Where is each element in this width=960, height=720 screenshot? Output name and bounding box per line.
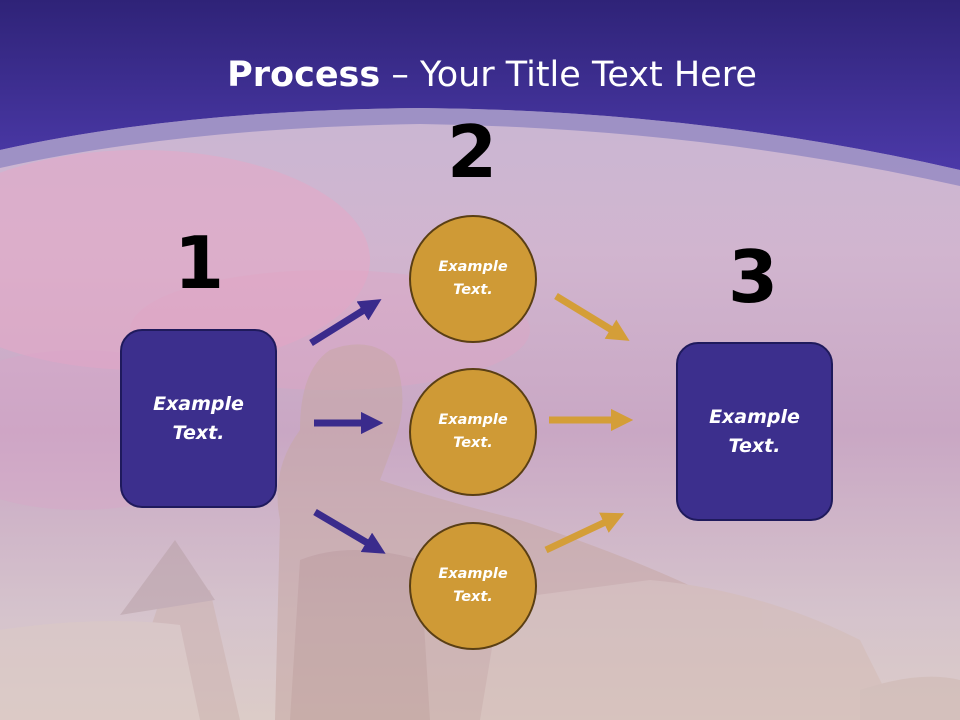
end-box: Example Text. — [676, 342, 833, 521]
circle-top: Example Text. — [409, 215, 537, 343]
step-number-2: 2 — [446, 110, 498, 194]
start-box-text: Example Text. — [153, 392, 244, 444]
circle-bottom-text: Example Text. — [438, 566, 508, 605]
step-number-3: 3 — [727, 235, 779, 319]
step-number-1: 1 — [173, 221, 225, 305]
start-box: Example Text. — [120, 329, 277, 508]
slide-title: Process – Your Title Text Here — [0, 54, 960, 96]
header-swoosh — [0, 108, 960, 186]
circle-top-text: Example Text. — [438, 259, 508, 298]
title-bold: Process — [227, 55, 381, 95]
circle-middle: Example Text. — [409, 368, 537, 496]
cloud-glow — [0, 150, 370, 370]
circle-bottom: Example Text. — [409, 522, 537, 650]
title-rest: – Your Title Text Here — [380, 55, 757, 95]
arrow-up-right — [309, 299, 382, 346]
circle-middle-text: Example Text. — [438, 412, 508, 451]
arrow-down-right-gold — [554, 293, 630, 341]
end-box-text: Example Text. — [709, 405, 800, 457]
sphinx-image — [0, 344, 960, 720]
header-band — [0, 0, 960, 170]
arrow-down-right — [313, 508, 386, 554]
arrow-up-right-gold — [544, 512, 625, 554]
